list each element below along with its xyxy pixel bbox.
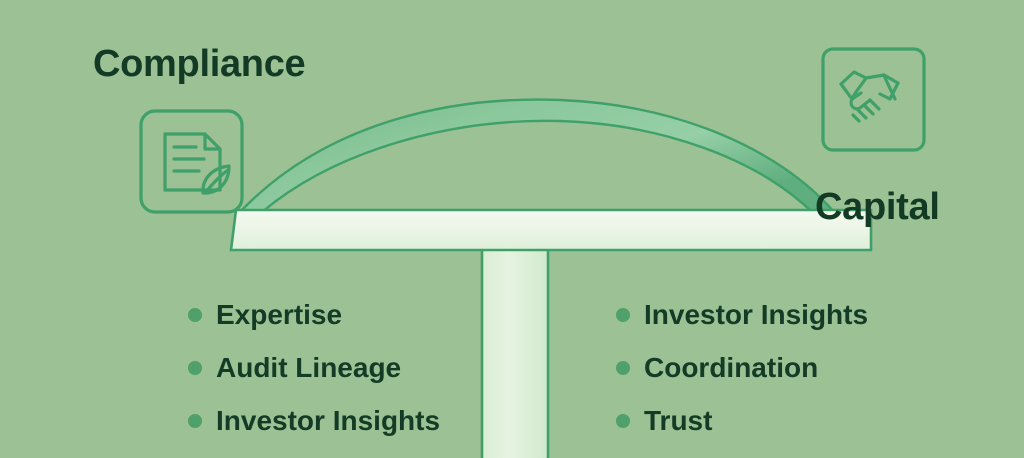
bullet-icon [188,413,202,428]
list-item: Coordination [616,341,868,394]
list-item: Investor Insights [188,394,440,447]
bullet-icon [188,307,202,322]
list-item-label: Investor Insights [216,404,441,436]
compliance-document-leaf-icon [139,109,244,214]
benefits-list-left: Expertise Audit Lineage Investor Insight… [188,288,440,447]
bridge-deck [229,208,873,252]
handshake-icon [821,47,926,152]
bridge-arch [238,98,836,214]
list-item: Audit Lineage [188,341,440,394]
bridge-pillar [480,246,550,458]
list-item: Trust [616,394,868,447]
benefits-list-right: Investor Insights Coordination Trust [616,288,868,447]
bullet-icon [616,307,630,322]
capital-label: Capital [815,186,940,228]
list-item-label: Expertise [216,298,343,330]
bullet-icon [616,360,630,375]
compliance-label: Compliance [93,43,306,85]
list-item: Investor Insights [616,288,868,341]
list-item-label: Coordination [644,351,819,383]
list-item: Expertise [188,288,440,341]
bullet-icon [616,413,630,428]
list-item-label: Audit Lineage [216,351,402,383]
bullet-icon [188,360,202,375]
list-item-label: Investor Insights [644,298,869,330]
list-item-label: Trust [644,404,713,436]
